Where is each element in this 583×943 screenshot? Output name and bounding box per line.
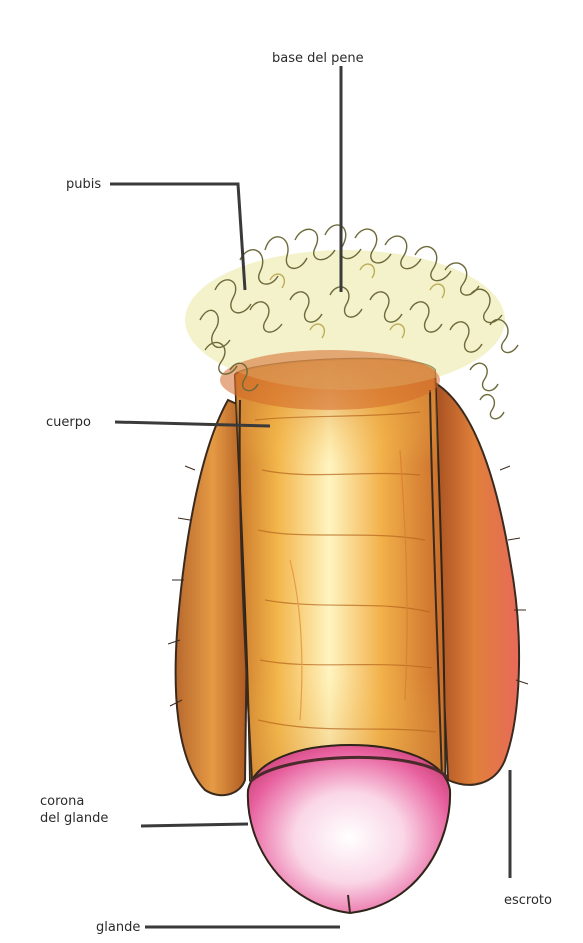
label-escroto: escroto (504, 892, 552, 909)
label-cuerpo: cuerpo (46, 414, 91, 431)
label-pubis: pubis (66, 176, 101, 193)
pubic-hair (185, 225, 518, 419)
label-base-del-pene: base del pene (272, 50, 364, 67)
leader-corona (141, 824, 248, 826)
label-glande: glande (96, 919, 140, 936)
label-corona-del-glande: corona del glande (40, 793, 108, 827)
label-corona-line2: del glande (40, 810, 108, 827)
penis-shaft-shading (235, 359, 445, 780)
glans (248, 745, 450, 913)
label-corona-line1: corona (40, 793, 108, 810)
